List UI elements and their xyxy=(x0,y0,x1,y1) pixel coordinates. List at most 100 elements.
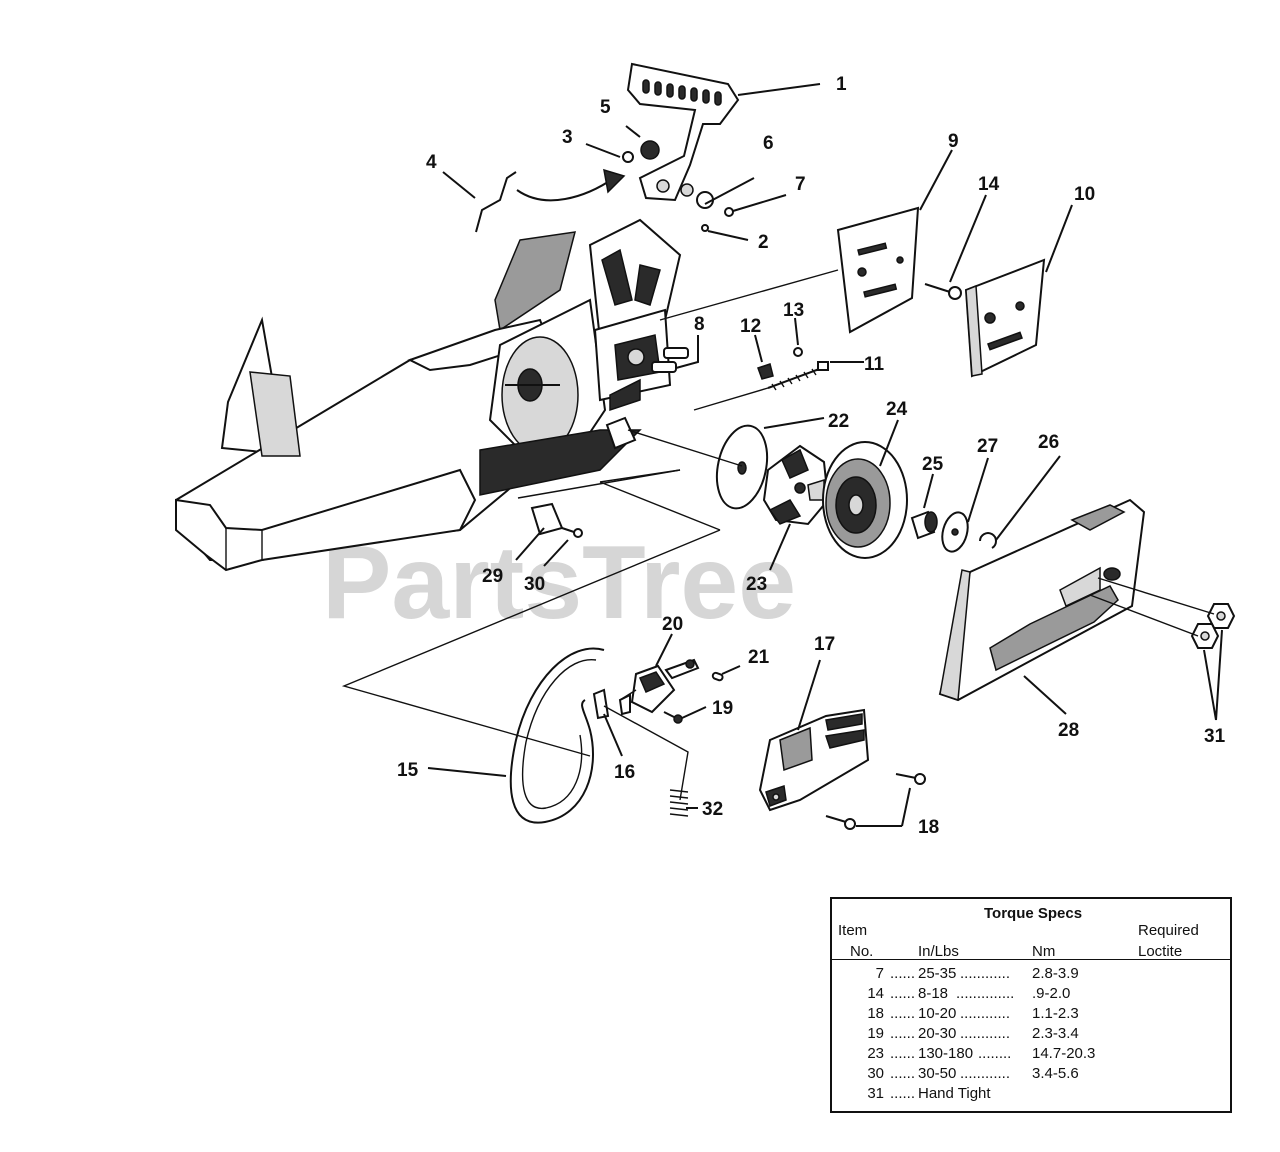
cell-inlbs: 25-35 xyxy=(918,965,957,982)
cell-dots: ...... xyxy=(890,1005,916,1022)
callout-6: 6 xyxy=(763,133,774,154)
cell-item: 18 xyxy=(867,1005,884,1022)
cell-nm: .9-2.0 xyxy=(1032,985,1071,1002)
part-10-outer-plate xyxy=(964,258,1046,378)
callout-24: 24 xyxy=(886,399,908,420)
cell-dots: ...... xyxy=(890,1085,916,1102)
callout-8: 8 xyxy=(694,314,705,335)
cell-dots: ............ xyxy=(960,965,1011,982)
callout-28: 28 xyxy=(1058,720,1079,741)
callout-17: 17 xyxy=(814,634,835,655)
cell-nm: 2.3-3.4 xyxy=(1032,1025,1079,1042)
part-25-bearing xyxy=(910,510,938,540)
callout-5: 5 xyxy=(600,97,611,118)
callout-22: 22 xyxy=(828,411,849,432)
table-title: Torque Specs xyxy=(984,905,1083,922)
cell-item: 30 xyxy=(867,1065,884,1082)
cell-dots: ...... xyxy=(890,965,916,982)
cell-nm: 2.8-3.9 xyxy=(1032,965,1079,982)
part-16-oil-line-fitting xyxy=(592,688,610,720)
part-28-sprocket-cover xyxy=(938,498,1146,702)
callout-27: 27 xyxy=(977,436,998,457)
cell-nm: 1.1-2.3 xyxy=(1032,1005,1079,1022)
part-17-bar-mount xyxy=(758,708,870,812)
part-11-adjuster-screw xyxy=(767,361,829,391)
cell-nm: 14.7-20.3 xyxy=(1032,1045,1096,1062)
table-row: 19 ...... 20-30 ............ 2.3-3.4 xyxy=(832,1025,1230,1045)
callout-16: 16 xyxy=(614,762,635,783)
callout-21: 21 xyxy=(748,647,770,668)
table-row: 31 ...... Hand Tight xyxy=(832,1085,1230,1105)
callout-9: 9 xyxy=(948,131,959,152)
saw-housing xyxy=(175,231,577,572)
part-13-pin xyxy=(793,347,803,357)
part-21-pin xyxy=(711,671,724,682)
arrow-head xyxy=(603,168,626,194)
cell-dots: ...... xyxy=(890,1045,916,1062)
part-32-spring xyxy=(603,705,689,817)
part-9-inner-plate xyxy=(836,206,920,334)
part-12-nut xyxy=(757,363,774,380)
part-7-screw xyxy=(724,207,734,217)
callout-26: 26 xyxy=(1038,432,1059,453)
part-3-pin xyxy=(622,151,634,163)
clutch-housing xyxy=(479,218,682,496)
table-row: 18 ...... 10-20 ............ 1.1-2.3 xyxy=(832,1005,1230,1025)
part-14-screw xyxy=(924,283,962,300)
part-30-screw xyxy=(561,527,583,538)
torque-specs-table: Torque Specs Item No. In/Lbs Nm Required… xyxy=(830,897,1232,1113)
part-19-screw xyxy=(663,711,683,724)
cell-inlbs: 130-180 xyxy=(918,1045,974,1062)
table-row: 23 ...... 130-180 ........ 14.7-20.3 xyxy=(832,1045,1230,1065)
cell-dots: ............ xyxy=(960,1005,1011,1022)
cell-item: 14 xyxy=(867,985,884,1002)
part-5-nut xyxy=(640,140,660,160)
cell-inlbs: 20-30 xyxy=(918,1025,957,1042)
table-row: 14 ...... 8-18 .............. .9-2.0 xyxy=(832,985,1230,1005)
cell-inlbs: 10-20 xyxy=(918,1005,957,1022)
col-header-loctite: Loctite xyxy=(1138,943,1183,960)
part-31-bar-nuts xyxy=(1190,603,1236,649)
callout-14: 14 xyxy=(978,174,1000,195)
part-23-clutch xyxy=(762,444,830,526)
col-header-item: Item xyxy=(838,922,868,939)
callout-12: 12 xyxy=(740,316,761,337)
cell-inlbs: 30-50 xyxy=(918,1065,957,1082)
callout-31: 31 xyxy=(1204,726,1226,747)
table-row: 7 ...... 25-35 ............ 2.8-3.9 xyxy=(832,965,1230,985)
cell-item: 23 xyxy=(867,1045,884,1062)
part-1-hand-guard xyxy=(626,62,740,202)
cell-inlbs: 8-18 xyxy=(918,985,949,1002)
cell-dots: ........ xyxy=(978,1045,1012,1062)
part-24-sprocket-drum xyxy=(822,441,908,559)
cell-dots: ...... xyxy=(890,985,916,1002)
callout-11: 11 xyxy=(864,354,885,375)
callout-25: 25 xyxy=(922,454,944,475)
cell-nm: 3.4-5.6 xyxy=(1032,1065,1079,1082)
cell-dots: .............. xyxy=(956,985,1015,1002)
cell-dots: ...... xyxy=(890,1065,916,1082)
part-4-spring xyxy=(475,171,517,233)
callout-7: 7 xyxy=(795,174,806,195)
callout-3: 3 xyxy=(562,127,573,148)
part-20-oil-pump xyxy=(618,658,700,716)
leader-lines xyxy=(427,83,1223,827)
col-header-inlbs: In/Lbs xyxy=(918,943,959,960)
table-row: 30 ...... 30-50 ............ 3.4-5.6 xyxy=(832,1065,1230,1085)
header-divider xyxy=(832,959,1230,960)
part-22-washer xyxy=(715,424,769,510)
cell-item: 19 xyxy=(867,1025,884,1042)
cell-inlbs: Hand Tight xyxy=(918,1085,991,1102)
callout-10: 10 xyxy=(1074,184,1095,205)
callout-13: 13 xyxy=(783,300,804,321)
callout-15: 15 xyxy=(397,760,419,781)
col-header-no: No. xyxy=(850,943,874,960)
callout-labels: 1 2 3 4 5 6 7 8 9 10 11 12 13 14 15 16 1… xyxy=(397,74,1226,838)
callout-4: 4 xyxy=(426,152,437,173)
callout-19: 19 xyxy=(712,698,733,719)
part-15-oil-hose xyxy=(509,647,605,824)
callout-2: 2 xyxy=(758,232,769,253)
watermark: PartsTree xyxy=(322,525,796,641)
part-27-washer xyxy=(941,511,969,553)
cell-dots: ............ xyxy=(960,1025,1011,1042)
